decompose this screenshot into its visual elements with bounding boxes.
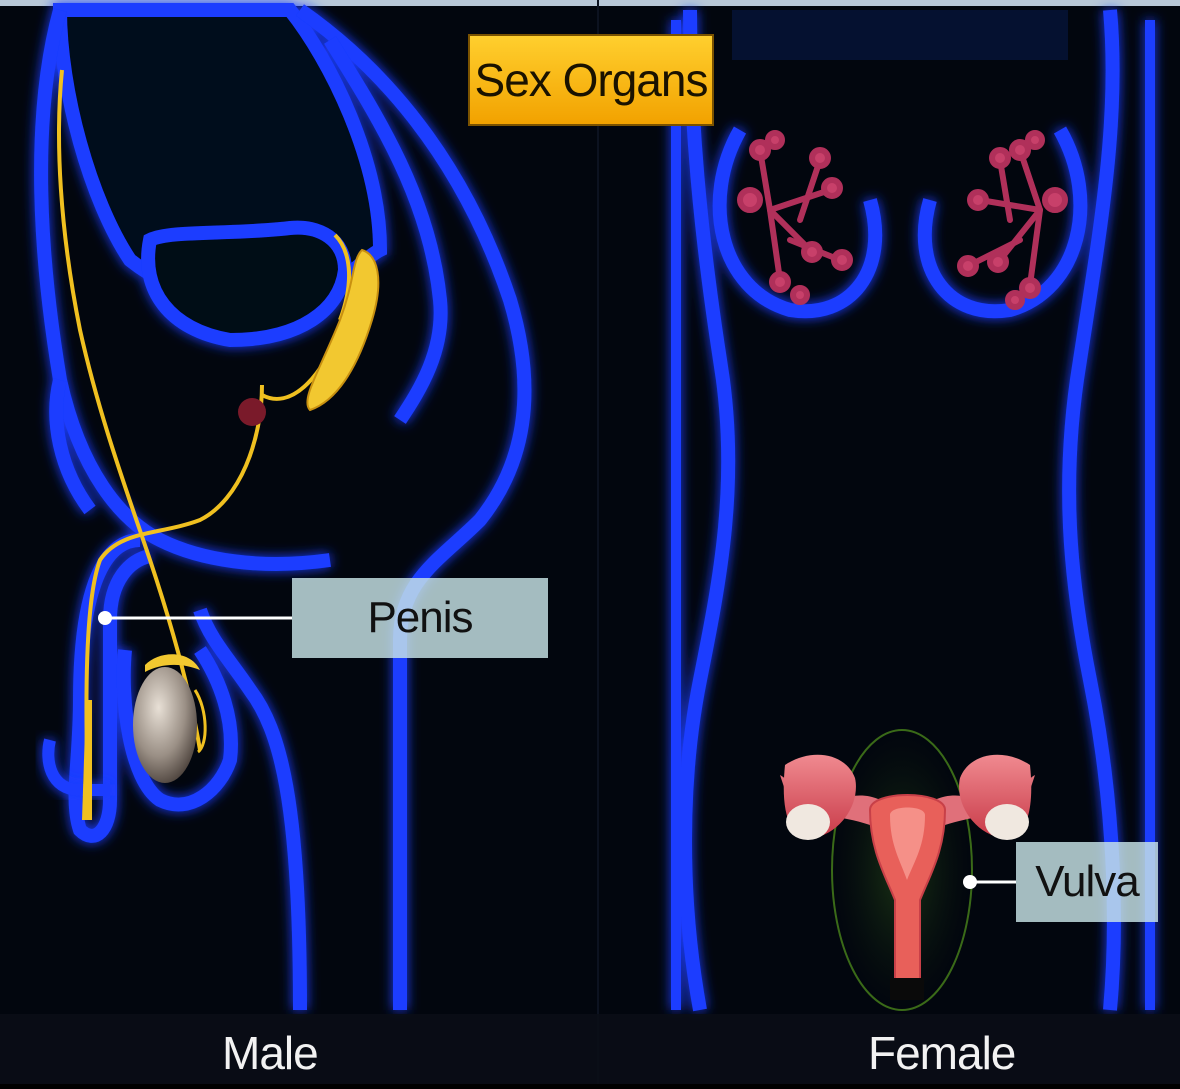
prostate: [238, 398, 266, 426]
vulva-pointer-dot: [963, 875, 977, 889]
female-caption: Female: [868, 1026, 1015, 1080]
vaginal-opening: [890, 978, 924, 1000]
penis-pointer-dot: [98, 611, 112, 625]
male-caption: Male: [222, 1026, 318, 1080]
testis: [133, 667, 197, 783]
chest-shade: [732, 10, 1068, 60]
penis-label: Penis: [292, 578, 548, 658]
left-ovary-follicle: [786, 804, 830, 840]
diagram-title: Sex Organs: [468, 34, 714, 126]
vulva-label: Vulva: [1016, 842, 1158, 922]
right-ovary-follicle: [985, 804, 1029, 840]
